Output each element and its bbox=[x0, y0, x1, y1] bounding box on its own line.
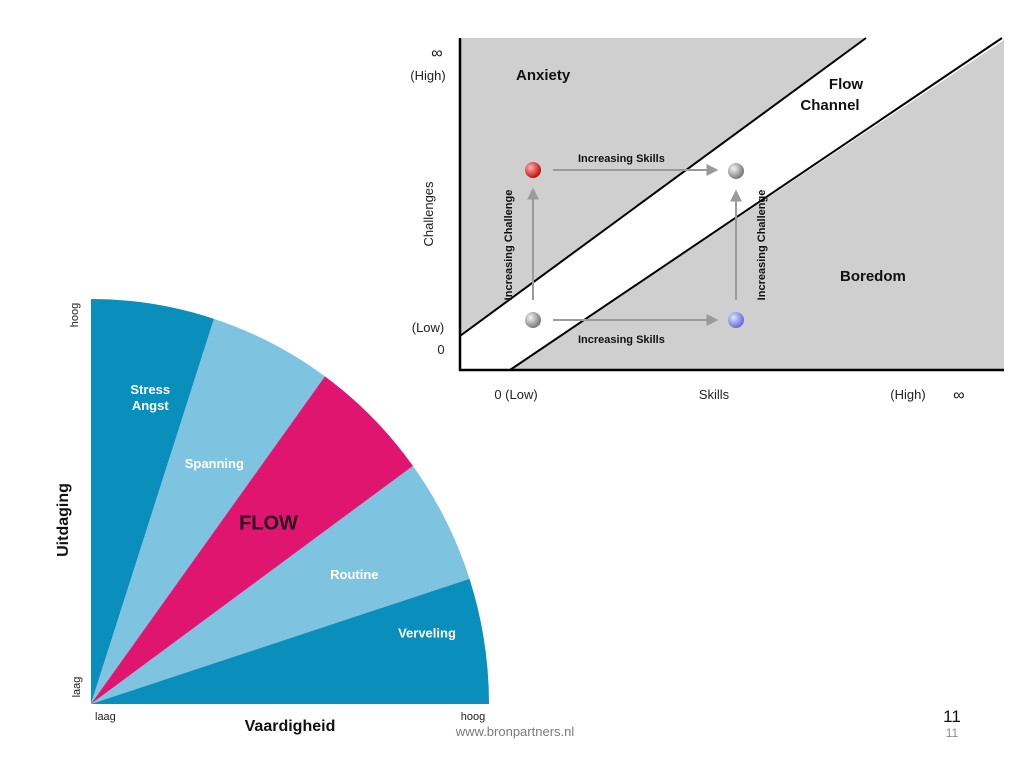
flow-channel-lower-boundary bbox=[509, 37, 1003, 371]
x-axis-title: Skills bbox=[699, 387, 730, 402]
fan-label-routine: Routine bbox=[330, 567, 378, 582]
fan-label-line: Verveling bbox=[398, 626, 456, 641]
y-axis-infinity: ∞ bbox=[431, 45, 442, 62]
fan-segment-spanning bbox=[91, 318, 325, 704]
y-axis-high: (High) bbox=[410, 68, 445, 83]
state-ball-boredom bbox=[728, 312, 744, 328]
fan-y-axis-high: hoog bbox=[69, 303, 81, 327]
x-axis-infinity: ∞ bbox=[953, 387, 964, 404]
label-increasing-skills-top: Increasing Skills bbox=[578, 153, 665, 165]
x-axis-high: (High) bbox=[890, 387, 925, 402]
fan-label-line: Stress bbox=[130, 382, 170, 397]
fan-segment-routine bbox=[91, 465, 470, 704]
slide-number-small: 11 bbox=[945, 726, 959, 740]
flow-channel-upper-boundary bbox=[459, 37, 867, 337]
flow-channel-chart: Anxiety Flow Channel Boredom Increasing … bbox=[410, 37, 1004, 404]
fan-x-axis-high: hoog bbox=[461, 711, 485, 723]
flow-channel-band-fill bbox=[460, 38, 1002, 370]
fan-segment-stress-angst bbox=[91, 299, 214, 704]
label-increasing-skills-bottom: Increasing Skills bbox=[578, 334, 665, 346]
y-axis-zero: 0 bbox=[437, 342, 444, 357]
region-label-channel: Channel bbox=[800, 97, 859, 114]
footer-url: www.bronpartners.nl bbox=[455, 724, 575, 739]
slide-number: 11 bbox=[943, 707, 961, 726]
label-increasing-challenge-left: Increasing Challenge bbox=[503, 190, 515, 301]
y-axis-low: (Low) bbox=[412, 320, 445, 335]
region-label-anxiety: Anxiety bbox=[516, 67, 571, 84]
region-label-flow: Flow bbox=[829, 76, 863, 93]
fan-label-spanning: Spanning bbox=[185, 456, 244, 471]
fan-segment-flow bbox=[91, 376, 413, 704]
label-increasing-challenge-right: Increasing Challenge bbox=[756, 190, 768, 301]
fan-label-verveling: Verveling bbox=[398, 626, 456, 641]
region-label-boredom: Boredom bbox=[840, 268, 906, 285]
fan-y-axis-low: laag bbox=[71, 677, 83, 698]
state-ball-anxiety bbox=[525, 162, 541, 178]
x-axis-low: 0 (Low) bbox=[494, 387, 537, 402]
fan-x-axis-low: laag bbox=[95, 711, 116, 723]
fan-y-axis-title: Uitdaging bbox=[55, 483, 72, 557]
fan-label-line: Angst bbox=[132, 398, 170, 413]
state-ball-flow-top bbox=[728, 163, 744, 179]
state-ball-start bbox=[525, 312, 541, 328]
fan-x-axis-title: Vaardigheid bbox=[245, 718, 336, 735]
fan-label-line: FLOW bbox=[239, 513, 298, 535]
fan-label-line: Spanning bbox=[185, 456, 244, 471]
fan-label-line: Routine bbox=[330, 567, 378, 582]
fan-segment-verveling bbox=[91, 578, 489, 704]
fan-label-flow: FLOW bbox=[239, 513, 298, 535]
y-axis-title: Challenges bbox=[421, 181, 436, 247]
